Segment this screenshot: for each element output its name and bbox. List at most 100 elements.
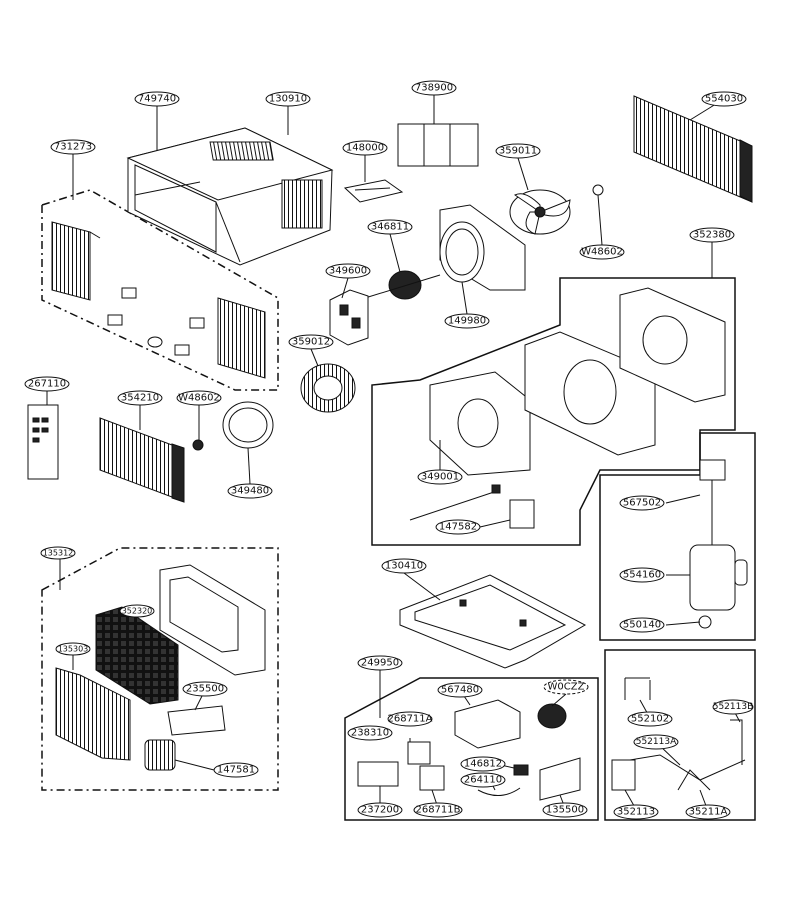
group-box-left-frame bbox=[41, 189, 279, 391]
callout-349600: 349600 bbox=[325, 263, 371, 279]
svg-text:135500: 135500 bbox=[546, 805, 584, 816]
callout-235500: 235500 bbox=[182, 681, 228, 697]
svg-text:264110: 264110 bbox=[464, 775, 502, 786]
display-panel-drawing bbox=[167, 705, 226, 736]
callout-135500: 135500 bbox=[542, 802, 588, 818]
svg-text:738900: 738900 bbox=[415, 83, 453, 94]
svg-text:130410: 130410 bbox=[385, 561, 423, 572]
callout-147582: 147582 bbox=[435, 519, 481, 535]
callout-552113b: 552113B bbox=[712, 699, 754, 715]
side-curtain-right-drawing bbox=[217, 297, 266, 379]
callout-148000: 148000 bbox=[342, 140, 388, 156]
bracket-147582-drawing bbox=[509, 499, 535, 529]
callout-237200: 237200 bbox=[357, 802, 403, 818]
callout-135312: 135312 bbox=[40, 546, 76, 560]
instruction-labels-drawing bbox=[397, 123, 479, 167]
remote-control-drawing bbox=[27, 404, 59, 480]
group-box-control-box bbox=[344, 677, 599, 821]
svg-text:147582: 147582 bbox=[439, 522, 477, 533]
callout-731273: 731273 bbox=[50, 139, 96, 155]
svg-text:W48602: W48602 bbox=[178, 393, 220, 404]
svg-text:W0CZZ: W0CZZ bbox=[548, 682, 585, 693]
callout-352320: 352320 bbox=[119, 604, 155, 618]
svg-text:349600: 349600 bbox=[329, 266, 367, 277]
svg-text:135303: 135303 bbox=[58, 645, 89, 654]
orifice-ring-drawing bbox=[222, 401, 274, 449]
callout-268711a: 268711A bbox=[387, 711, 433, 727]
refrigerant-pipes-drawing bbox=[611, 677, 746, 791]
svg-text:352320: 352320 bbox=[122, 607, 153, 616]
callout-130910: 130910 bbox=[265, 91, 311, 107]
svg-text:550140: 550140 bbox=[623, 620, 661, 631]
callout-135303: 135303 bbox=[55, 642, 91, 656]
svg-text:267110: 267110 bbox=[28, 379, 66, 390]
callout-352113: 352113 bbox=[613, 804, 659, 820]
svg-text:268711A: 268711A bbox=[387, 714, 432, 725]
front-grille-drawing bbox=[55, 667, 131, 761]
svg-text:249950: 249950 bbox=[361, 658, 399, 669]
callout-349480: 349480 bbox=[227, 483, 273, 499]
svg-text:W48602: W48602 bbox=[581, 247, 623, 258]
shroud-149980-drawing bbox=[439, 204, 526, 291]
control-box-drawing bbox=[454, 699, 567, 749]
svg-text:552102: 552102 bbox=[631, 714, 669, 725]
shaft-349001-drawing bbox=[409, 484, 501, 521]
base-pan-drawing bbox=[399, 574, 587, 669]
svg-text:554160: 554160 bbox=[623, 570, 661, 581]
svg-text:554030: 554030 bbox=[705, 94, 743, 105]
callout-349001: 349001 bbox=[417, 469, 463, 485]
svg-text:147581: 147581 bbox=[217, 765, 255, 776]
svg-text:567502: 567502 bbox=[623, 498, 661, 509]
callout-554160: 554160 bbox=[619, 567, 665, 583]
svg-text:349001: 349001 bbox=[421, 472, 459, 483]
svg-text:146812: 146812 bbox=[464, 759, 502, 770]
callout-567480: 567480 bbox=[437, 682, 483, 698]
washer-w48602-drawing bbox=[192, 439, 204, 451]
rear-panel-drawing bbox=[619, 287, 726, 403]
svg-text:346811: 346811 bbox=[371, 222, 409, 233]
group-box-indoor-section bbox=[371, 277, 736, 546]
svg-text:35211A: 35211A bbox=[689, 807, 728, 818]
motor-mount-drawing bbox=[329, 289, 369, 346]
control-boards-drawing bbox=[357, 741, 581, 801]
svg-text:352113: 352113 bbox=[617, 807, 655, 818]
svg-text:235500: 235500 bbox=[186, 684, 224, 695]
svg-text:238310: 238310 bbox=[351, 728, 389, 739]
svg-text:567480: 567480 bbox=[441, 685, 479, 696]
callout-130410: 130410 bbox=[381, 558, 427, 574]
fan-motor-drawing bbox=[364, 270, 441, 300]
bracket-148000-drawing bbox=[343, 179, 404, 203]
condenser-coil-drawing bbox=[633, 95, 753, 203]
svg-text:135312: 135312 bbox=[43, 549, 74, 558]
callout-749740: 749740 bbox=[134, 91, 180, 107]
evaporator-coil-drawing bbox=[99, 417, 185, 503]
callout-268711b: 268711B bbox=[413, 802, 463, 818]
callout-w48602-upper: W48602 bbox=[579, 244, 625, 260]
callout-35211a: 35211A bbox=[685, 804, 731, 820]
callout-354210: 354210 bbox=[117, 390, 163, 406]
svg-text:552113A: 552113A bbox=[636, 737, 677, 747]
group-box-refrigerant-pipes bbox=[604, 649, 756, 821]
callout-249950: 249950 bbox=[357, 655, 403, 671]
svg-text:731273: 731273 bbox=[54, 142, 92, 153]
callout-146812: 146812 bbox=[460, 756, 506, 772]
callout-550140: 550140 bbox=[619, 617, 665, 633]
svg-text:268711B: 268711B bbox=[415, 805, 460, 816]
front-panel-frame-drawing bbox=[159, 564, 266, 676]
svg-text:359011: 359011 bbox=[499, 146, 537, 157]
svg-text:349480: 349480 bbox=[231, 486, 269, 497]
svg-text:552113B: 552113B bbox=[713, 702, 754, 712]
compressor-drawing bbox=[689, 459, 748, 629]
callout-359012: 359012 bbox=[288, 334, 334, 350]
cabinet-case-drawing bbox=[126, 127, 334, 266]
callout-238310: 238310 bbox=[347, 725, 393, 741]
callout-552113a: 552113A bbox=[633, 734, 679, 750]
indoor-blower-drawing bbox=[300, 363, 356, 413]
svg-text:237200: 237200 bbox=[361, 805, 399, 816]
side-curtain-left-drawing bbox=[51, 221, 101, 301]
callout-346811: 346811 bbox=[367, 219, 413, 235]
callout-267110: 267110 bbox=[24, 376, 70, 392]
callout-264110: 264110 bbox=[460, 772, 506, 788]
svg-text:359012: 359012 bbox=[292, 337, 330, 348]
